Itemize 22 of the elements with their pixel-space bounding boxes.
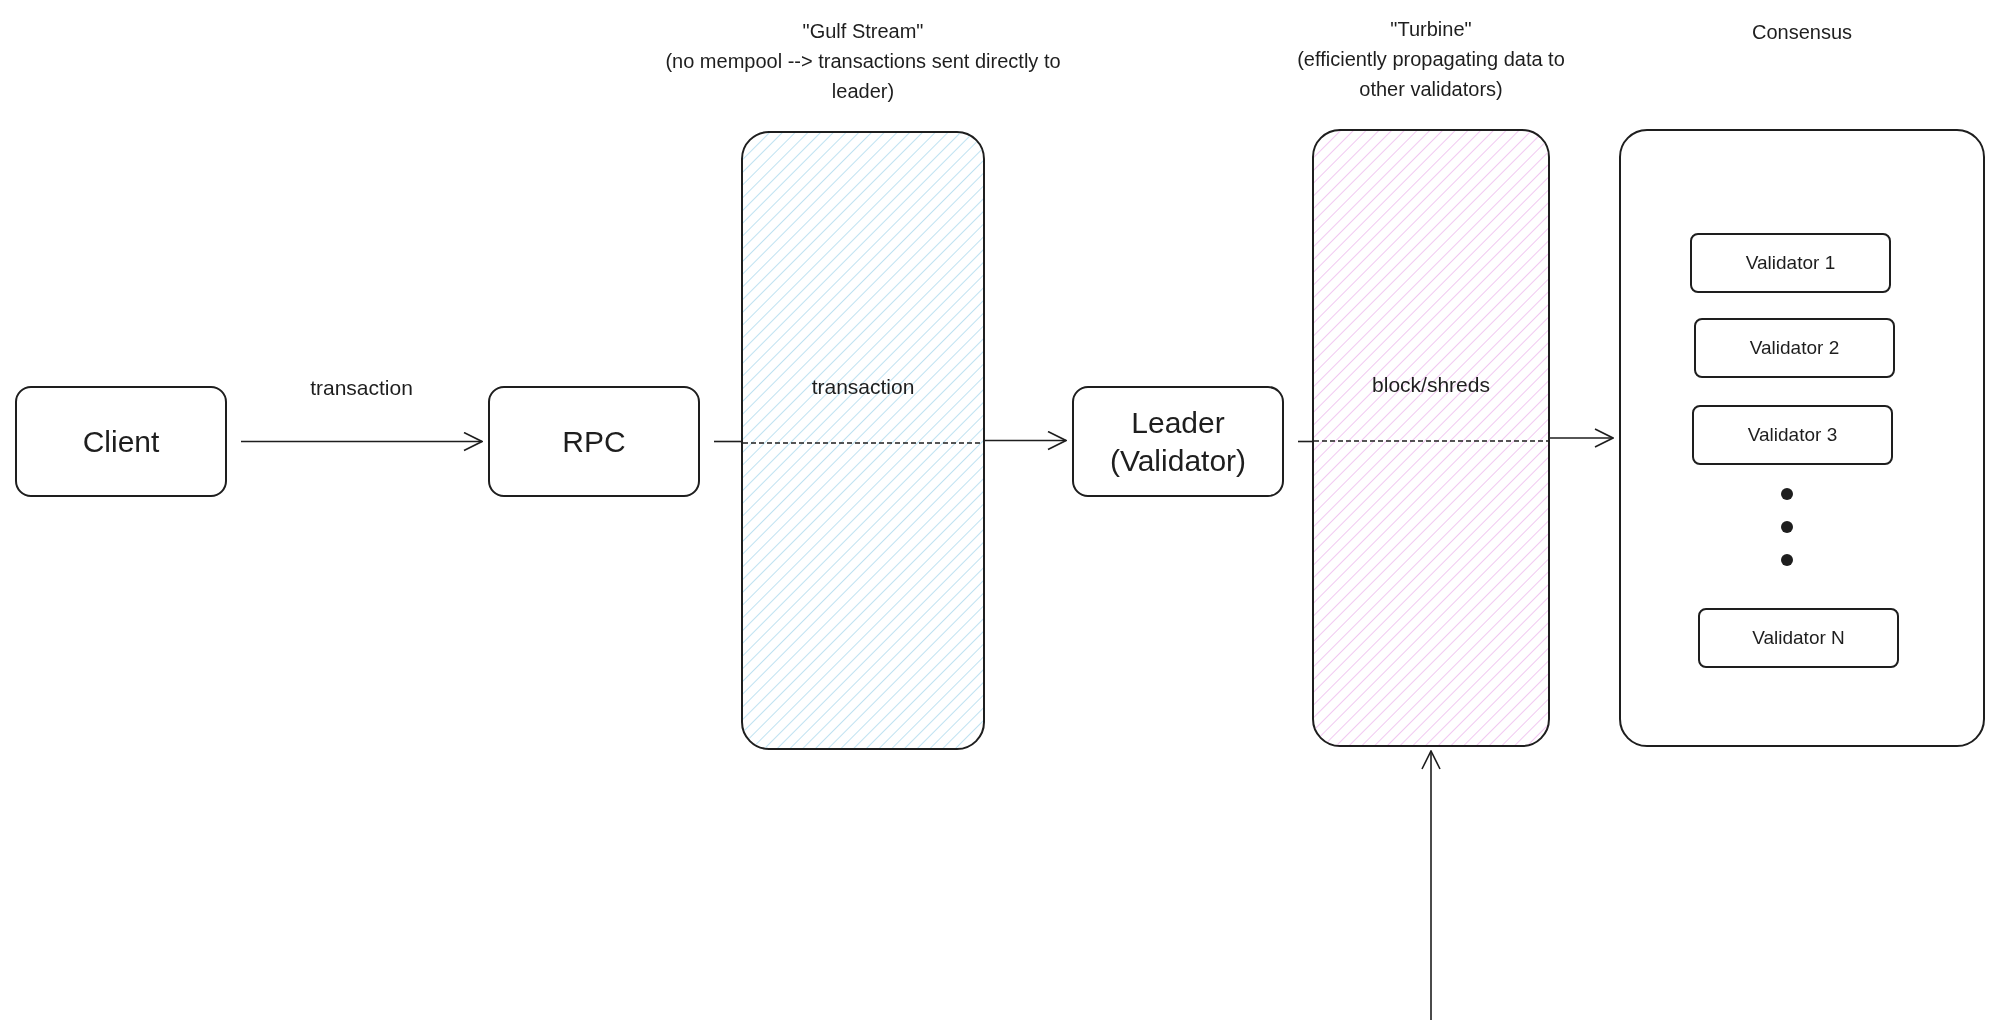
section-title: Consensus [1751,20,1853,45]
hatched-band [741,131,985,750]
section-title: "Gulf Stream" [802,19,924,44]
consensus-panel [1619,129,1985,747]
process-box: Client [15,386,227,497]
arrow [984,430,1067,451]
validator-box: Validator 1 [1690,233,1891,293]
band-label: block/shreds [1372,372,1490,398]
validator-box: Validator 3 [1692,405,1893,465]
arrow [240,431,483,452]
edge-label: transaction [310,374,413,401]
section-description: (no mempool --> transactions sent directly to leader) [664,49,1062,104]
validator-box: Validator 2 [1694,318,1895,378]
section-description: (efficiently propagating data to other validators) [1296,47,1566,102]
validator-box: Validator N [1698,608,1899,668]
process-box: RPC [488,386,700,497]
arrow [1421,750,1441,1021]
arrow [1549,428,1614,448]
band-label: transaction [811,374,915,400]
hatched-band [1312,129,1550,747]
section-title: "Turbine" [1390,17,1472,42]
process-box: Leader (Validator) [1072,386,1284,497]
